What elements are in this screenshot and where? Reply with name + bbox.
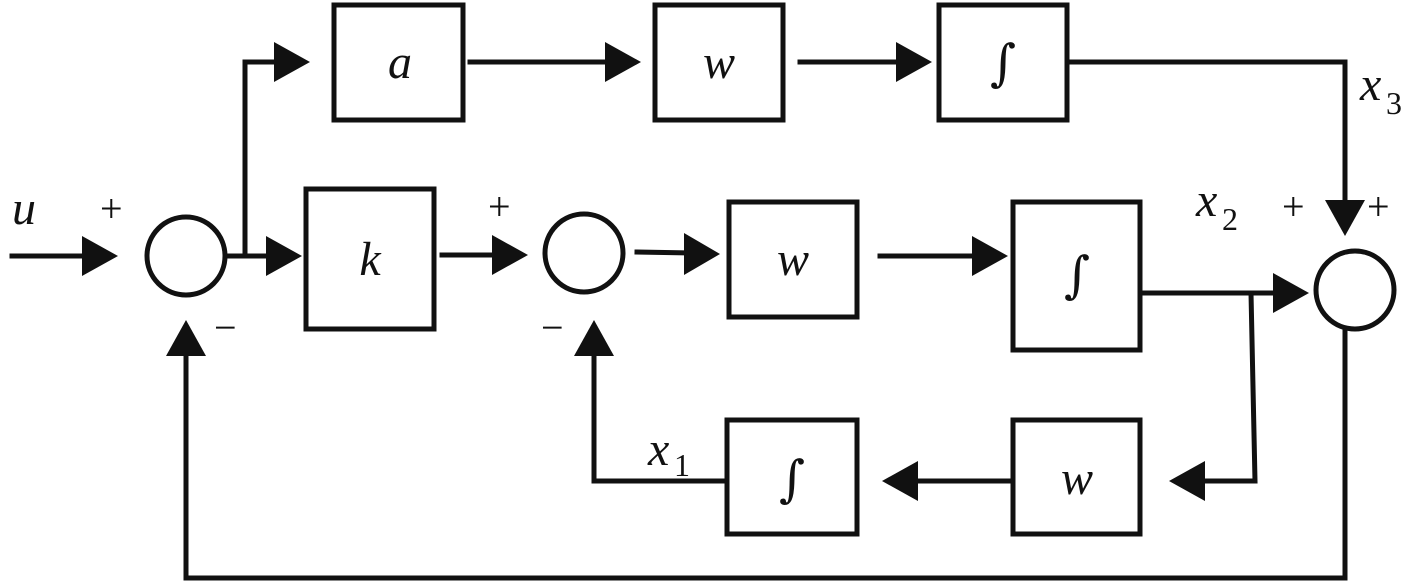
- block-a: a: [331, 2, 466, 123]
- wire-branch-to-a: [242, 59, 278, 259]
- signal-x1-sub: 1: [674, 447, 690, 483]
- arrowhead-wbottom-intbottom: [882, 461, 918, 501]
- arrowhead-a-wtop: [605, 42, 641, 82]
- signal-x3-base: x: [1359, 58, 1381, 111]
- integral-icon: ∫: [1064, 246, 1090, 304]
- signal-x1-base: x: [647, 423, 669, 476]
- block-w-top: w: [652, 2, 786, 123]
- signal-label-x1: x 1: [647, 423, 690, 483]
- arrowhead-input-sum1: [82, 236, 118, 276]
- arrowhead-sum1-k: [266, 236, 302, 276]
- arrowhead-x3-sum3: [1325, 200, 1365, 236]
- arrowhead-sum2-wmid: [684, 233, 720, 275]
- arrowhead-feedback-sum1: [166, 320, 206, 356]
- sum2-plus-sign: +: [488, 184, 511, 229]
- signal-label-x3: x 3: [1359, 58, 1402, 121]
- sum3-left-plus-sign: +: [1282, 184, 1305, 229]
- integral-icon: ∫: [990, 34, 1016, 92]
- integral-icon: ∫: [779, 450, 805, 508]
- wire-x2-branch-to-wbottom: [1197, 290, 1258, 484]
- block-integrator-bottom: ∫: [724, 417, 860, 537]
- block-k-label: k: [359, 233, 382, 286]
- wire-x1-to-sum2: [591, 347, 730, 484]
- summing-junction-1: [144, 214, 228, 298]
- arrowhead-x2-sum3: [1273, 273, 1309, 313]
- block-w-bottom-label: w: [1061, 452, 1093, 505]
- arrowhead-wtop-inttop: [896, 42, 932, 82]
- block-integrator-mid: ∫: [1010, 199, 1143, 353]
- arrowhead-wmid-intmid: [972, 236, 1008, 276]
- arrowhead-to-wbottom: [1169, 461, 1205, 501]
- signal-x2-base: x: [1195, 174, 1217, 227]
- arrowhead-k-sum2: [492, 235, 528, 275]
- block-a-label: a: [388, 36, 412, 89]
- sum3-right-plus-sign: +: [1367, 184, 1390, 229]
- sum1-plus-sign: +: [100, 186, 123, 231]
- block-integrator-top: ∫: [936, 2, 1070, 123]
- sum2-minus-sign: −: [541, 305, 564, 350]
- signal-x2-sub: 2: [1222, 201, 1238, 237]
- wire-inttop-to-sum3: [1064, 59, 1348, 208]
- arrowhead-x1-sum2: [574, 320, 614, 356]
- signal-label-x2: x 2: [1195, 174, 1238, 237]
- arrowhead-to-a: [274, 42, 310, 82]
- block-w-bottom: w: [1010, 417, 1143, 537]
- block-w-mid: w: [726, 199, 860, 320]
- wire-sum2-to-wmid: [634, 249, 693, 256]
- summing-junction-2: [542, 211, 626, 295]
- sum1-minus-sign: −: [214, 305, 237, 350]
- summing-junction-3: [1313, 248, 1397, 332]
- block-w-top-label: w: [703, 36, 735, 89]
- input-label-u: u: [12, 182, 36, 235]
- block-w-mid-label: w: [777, 233, 809, 286]
- signal-x3-sub: 3: [1386, 85, 1402, 121]
- wire-sum3-feedback-to-sum1: [183, 326, 1348, 581]
- block-k: k: [303, 186, 437, 332]
